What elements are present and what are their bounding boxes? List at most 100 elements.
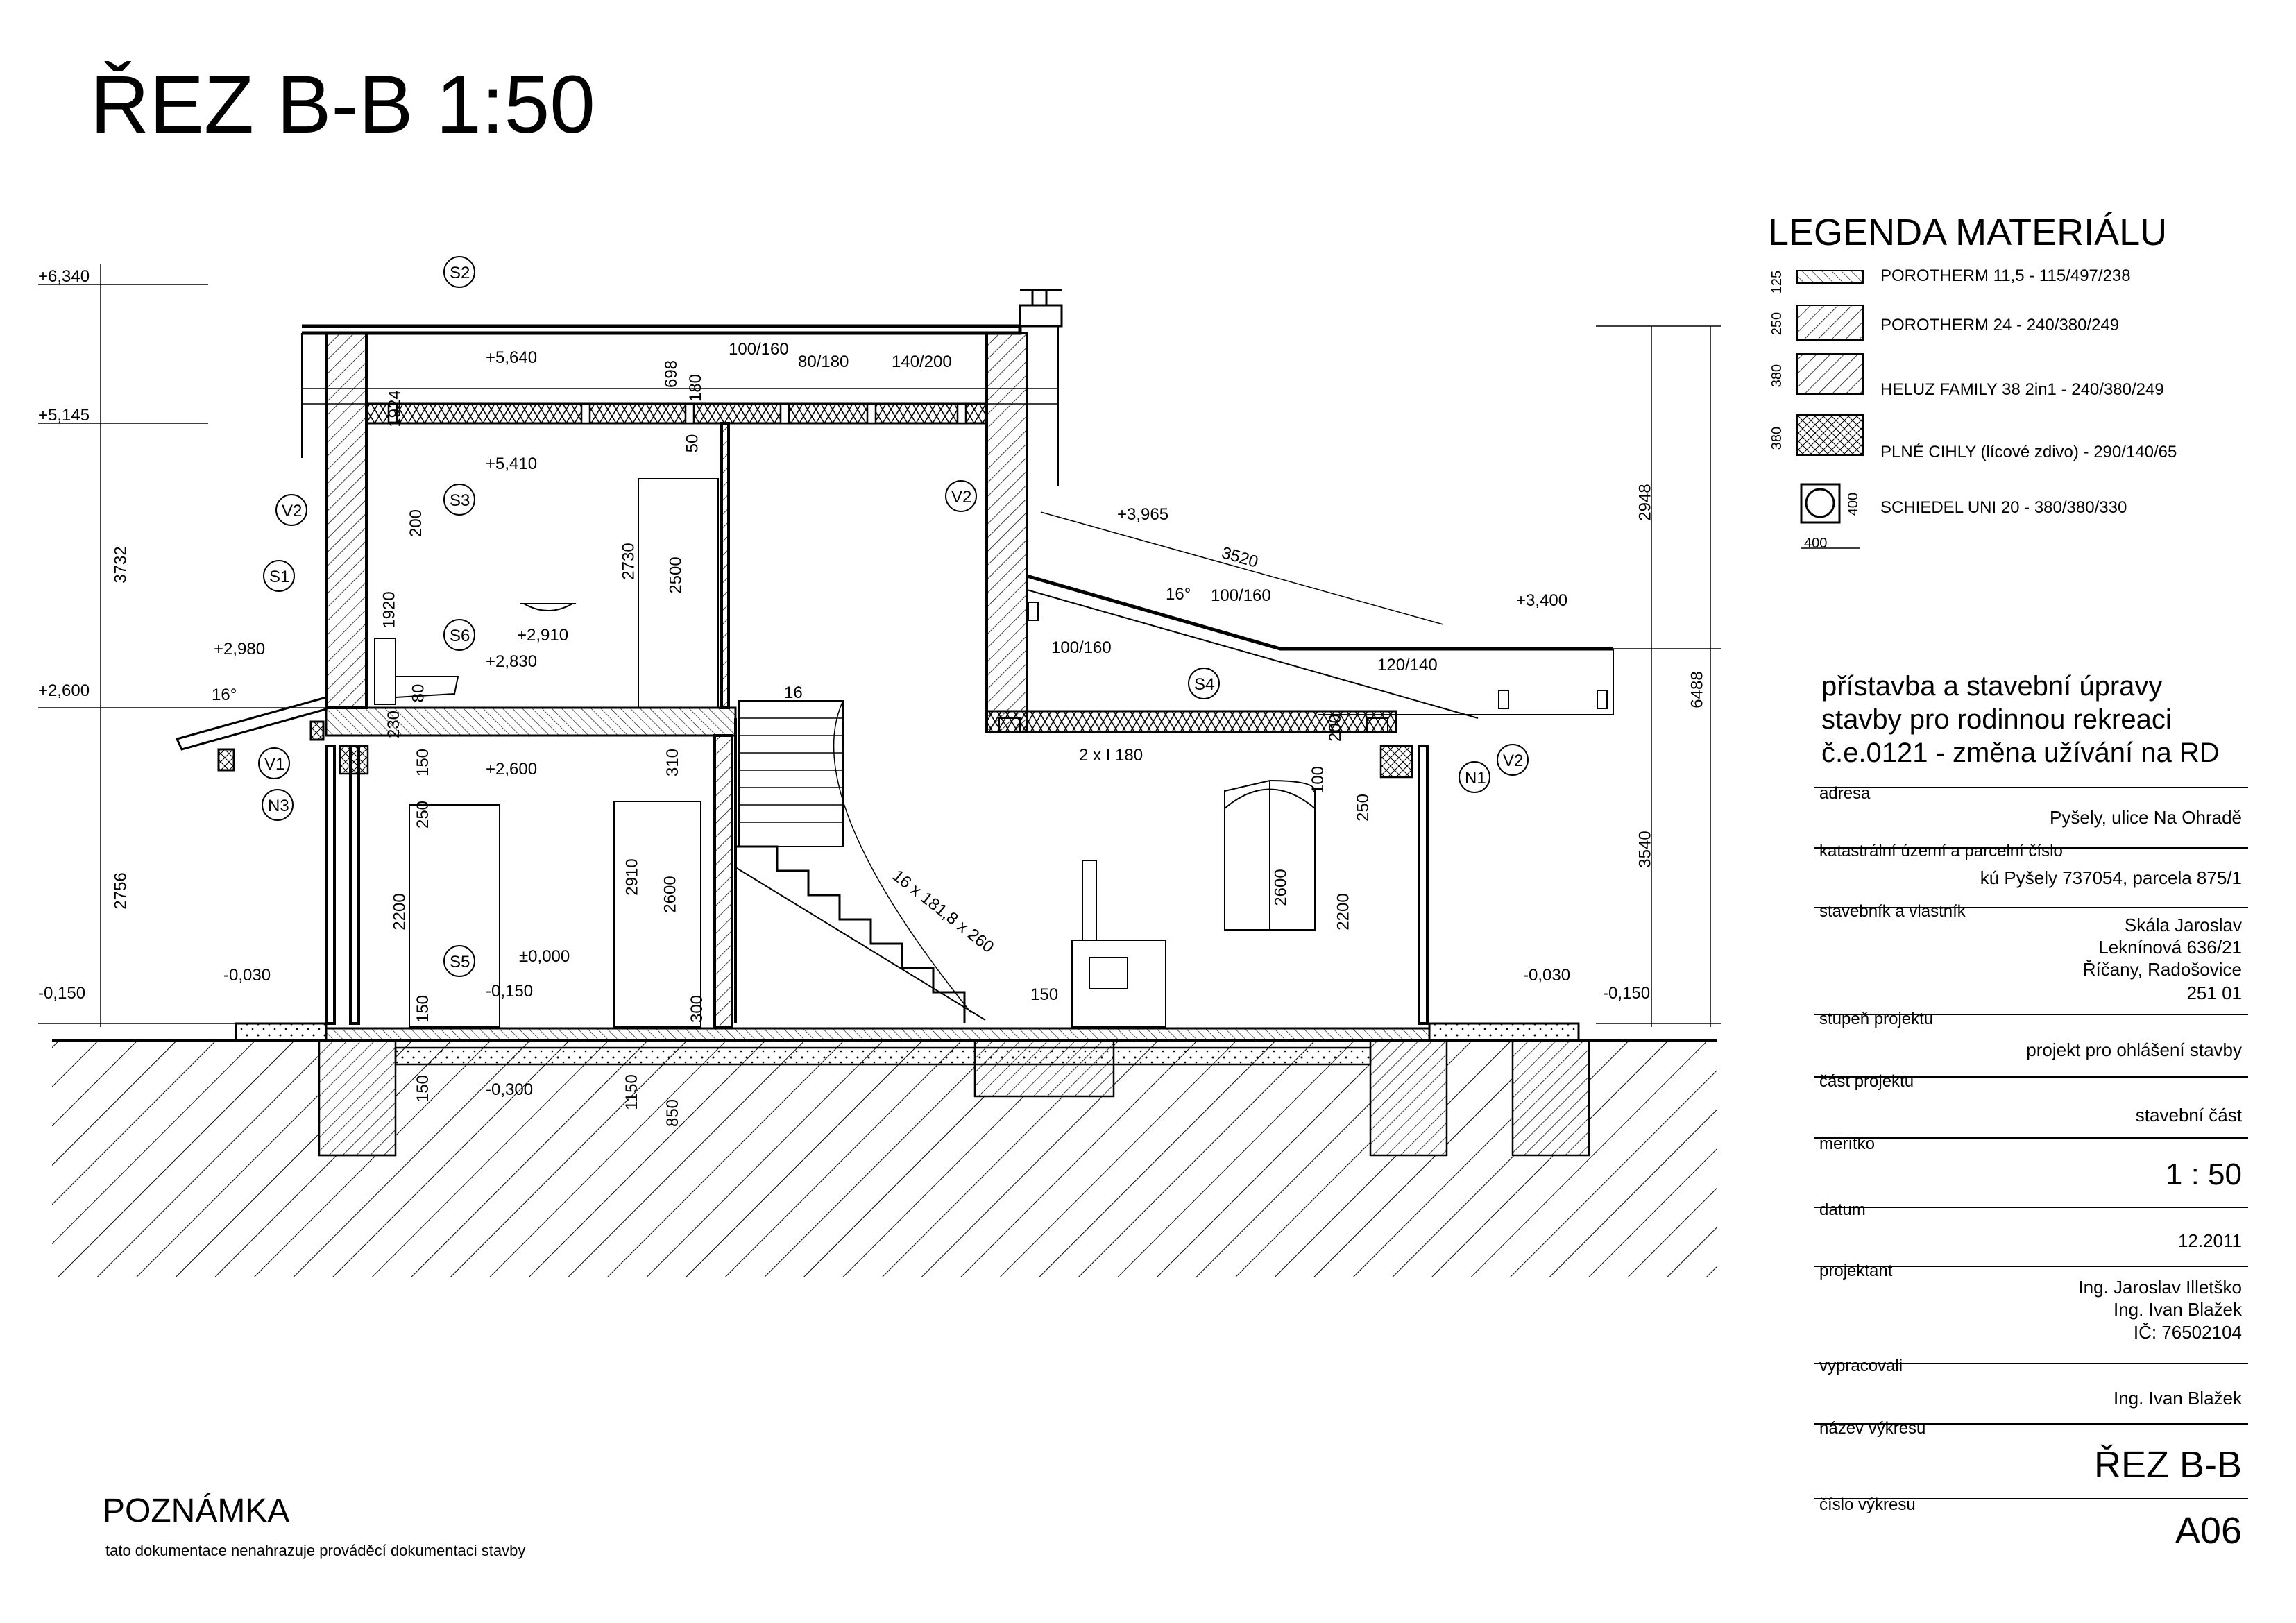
level-label: -0,300 — [486, 1080, 534, 1099]
dim-label: 3540 — [1635, 831, 1655, 868]
cadastre-label: katastrální území a parcelní číslo — [1819, 842, 2063, 860]
legend-thickness: 380 — [1769, 364, 1785, 388]
level-label: +5,410 — [486, 454, 538, 473]
dim-label: 3732 — [111, 546, 130, 584]
tag-label: S4 — [1194, 675, 1215, 694]
tag-label: S6 — [450, 627, 470, 645]
dim-label: 2948 — [1635, 484, 1655, 521]
address-label: adresa — [1819, 784, 1871, 803]
dim-label: 150 — [414, 1074, 433, 1103]
level-label: +2,980 — [214, 640, 266, 658]
angle-label: 16° — [1166, 585, 1191, 604]
legend-item: PLNÉ CIHLY (lícové zdivo) - 290/140/65 — [1880, 443, 2177, 461]
dim-label: 230 — [384, 710, 404, 739]
tag-label: V2 — [951, 488, 972, 507]
tag-circles — [258, 256, 1529, 977]
stage-value: projekt pro ohlášení stavby — [2026, 1039, 2242, 1060]
level-label: -0,150 — [38, 984, 86, 1003]
foundations — [318, 1039, 1590, 1157]
part-value: stavební část — [2135, 1105, 2242, 1125]
project-title-line: přístavba a stavební úpravy — [1821, 671, 2163, 702]
level-label: +2,830 — [486, 652, 538, 671]
legend-item: POROTHERM 11,5 - 115/497/238 — [1880, 266, 2131, 285]
level-label: -0,030 — [223, 966, 271, 985]
legend-thickness: 250 — [1769, 312, 1785, 336]
dim-label: 850 — [663, 1098, 683, 1128]
dim-label: 2600 — [1271, 869, 1291, 906]
dim-label: 2500 — [666, 556, 686, 594]
designer-label: projektant — [1819, 1261, 1893, 1280]
prepared-label: vypracovali — [1819, 1357, 1903, 1375]
level-label: -0,150 — [1603, 984, 1651, 1003]
walls — [325, 332, 1429, 1028]
owner-line: Skála Jaroslav — [2124, 915, 2242, 935]
drawing-name-value: ŘEZ B-B — [2093, 1444, 2242, 1486]
tag-label: V1 — [264, 755, 285, 774]
tag-label: S5 — [450, 953, 470, 971]
dim-label: 180 — [686, 373, 706, 402]
profile-label: 100/160 — [1051, 638, 1112, 657]
page-title: ŘEZ B-B 1:50 — [90, 59, 595, 151]
stairs — [735, 700, 986, 1023]
lower-roof — [1026, 574, 1614, 719]
tag-label: N3 — [268, 797, 289, 815]
dim-label: 2200 — [390, 893, 409, 931]
legend-thickness: 125 — [1769, 270, 1785, 294]
date-value: 12.2011 — [2177, 1230, 2242, 1251]
dim-label: 16 — [784, 683, 803, 702]
legend-item: POROTHERM 24 - 240/380/249 — [1880, 316, 2120, 334]
level-label: +2,600 — [38, 681, 90, 700]
dim-label: 100 — [1309, 765, 1328, 794]
legend-item: SCHIEDEL UNI 20 - 380/380/330 — [1880, 498, 2127, 517]
tag-label: V2 — [1503, 751, 1524, 770]
note-text: tato dokumentace nenahrazuje prováděcí d… — [105, 1542, 526, 1559]
floor-slab — [235, 1022, 1580, 1042]
dim-label: 150 — [1030, 985, 1059, 1004]
level-label: +5,145 — [38, 406, 90, 425]
designer-line: IČ: 76502104 — [2133, 1322, 2242, 1343]
level-label: +6,340 — [38, 267, 90, 286]
dim-label: 2200 — [1334, 893, 1353, 931]
project-title: přístavba a stavební úpravy stavby pro r… — [1821, 670, 2252, 770]
legend-title: LEGENDA MATERIÁLU — [1768, 212, 2168, 253]
drawing-no-value: A06 — [2175, 1510, 2242, 1552]
designer-line: Ing. Ivan Blažek — [2114, 1299, 2242, 1320]
profile-label: 80/180 — [798, 352, 849, 371]
legend-swatches — [1796, 270, 1864, 549]
scale-value: 1 : 50 — [2165, 1157, 2242, 1191]
tag-label: N1 — [1465, 769, 1486, 788]
tag-label: S3 — [450, 491, 470, 510]
level-label: -0,030 — [1523, 966, 1571, 985]
level-label: ±0,000 — [519, 947, 570, 966]
level-label: +3,400 — [1516, 591, 1568, 610]
owner-line: Říčany, Radošovice — [2082, 959, 2242, 980]
level-label: +5,640 — [486, 348, 538, 367]
stage-label: stupeň projektu — [1819, 1010, 1934, 1028]
dim-label: 150 — [414, 994, 433, 1023]
tag-label: S1 — [269, 568, 290, 586]
dim-label: 310 — [663, 748, 683, 777]
dim-label: 150 — [414, 748, 433, 777]
dim-label: 2730 — [619, 543, 638, 580]
dim-label: 200 — [407, 509, 426, 538]
profile-label: 140/200 — [892, 352, 952, 371]
legend-thickness: 380 — [1769, 426, 1785, 450]
date-label: datum — [1819, 1200, 1866, 1219]
tag-label: V2 — [282, 502, 303, 520]
level-label: +2,910 — [517, 626, 569, 645]
legend-thickness: 400 — [1846, 492, 1862, 516]
dim-label: 250 — [1354, 793, 1373, 822]
profile-label: 2 x I 180 — [1079, 746, 1143, 765]
legend-chimney-width: 400 — [1804, 536, 1828, 551]
owner-line: Leknínová 636/21 — [2098, 937, 2242, 958]
legend-item: HELUZ FAMILY 38 2in1 - 240/380/249 — [1880, 380, 2164, 399]
ground-hatch — [52, 1039, 1717, 1277]
cadastre-value: kú Pyšely 737054, parcela 875/1 — [1980, 867, 2242, 888]
designer-line: Ing. Jaroslav Illetško — [2078, 1277, 2242, 1298]
dim-label: 698 — [662, 359, 681, 389]
dim-label: 2910 — [622, 858, 642, 896]
window-stove — [1071, 779, 1316, 1028]
level-label: -0,150 — [486, 982, 534, 1001]
dim-label: 300 — [688, 994, 707, 1023]
